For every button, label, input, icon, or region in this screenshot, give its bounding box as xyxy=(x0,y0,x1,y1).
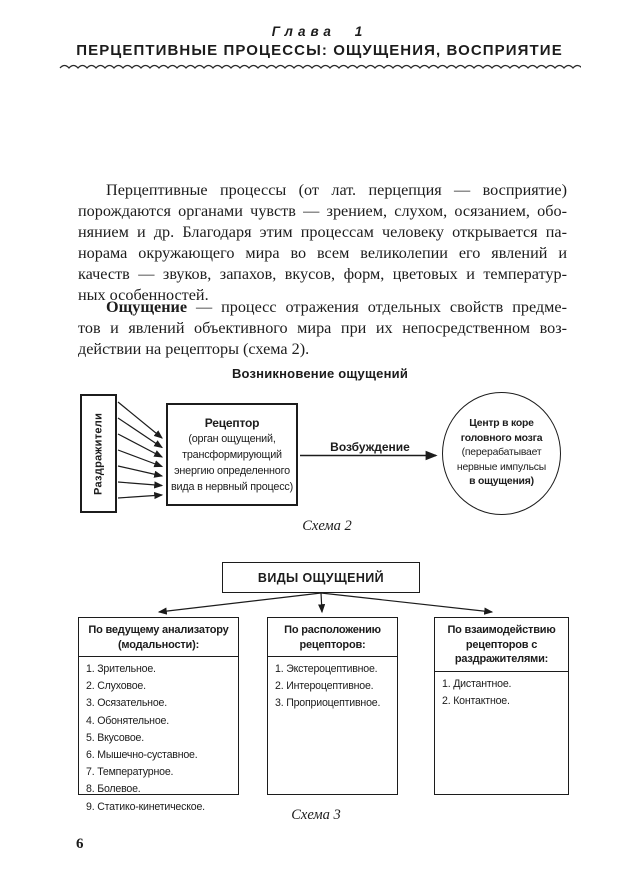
list-item: Дистантное. xyxy=(453,677,512,690)
list-item: Проприоцептивное. xyxy=(286,697,381,710)
list-item: Интероцептивное. xyxy=(286,680,374,693)
receptor-title: Рецептор xyxy=(204,415,260,430)
paragraph-line: норама окружающего мира во всем великоле… xyxy=(78,244,567,262)
receptor-box: Рецептор (орган ощущений, трансформирующ… xyxy=(166,403,298,506)
column-by-analyzer-list: Зрительное. Слуховое. Осязательное. Обон… xyxy=(79,662,238,815)
list-item: Слуховое. xyxy=(97,680,146,693)
list-item: Контактное. xyxy=(453,694,510,707)
chapter-heading: Глава 1 xyxy=(271,24,368,39)
page-title: ПЕРЦЕПТИВНЫЕ ПРОЦЕССЫ: ОЩУЩЕНИЯ, ВОСПРИЯ… xyxy=(76,42,563,59)
paragraph-line: качеств — звуков, запахов, вкусов, форм,… xyxy=(78,265,567,283)
list-item: Осязательное. xyxy=(97,697,167,710)
paragraph-line: Перцептивные процессы (от лат. перцепция… xyxy=(106,181,567,199)
list-item: Обонятельное. xyxy=(97,714,169,727)
stimuli-box: Раздражители xyxy=(80,394,117,513)
wavy-rule xyxy=(59,64,581,69)
stimuli-label: Раздражители xyxy=(92,412,105,495)
column-by-interaction-list: Дистантное. Контактное. xyxy=(435,677,568,709)
schema3-caption: Схема 3 xyxy=(291,807,341,823)
column-by-interaction-header: По взаимодействию рецепторов с раздражит… xyxy=(435,618,568,672)
paragraph-line: ных особенностей. xyxy=(78,286,209,304)
brain-description: (перерабатывает нервные импульсы xyxy=(456,447,547,473)
page-number: 6 xyxy=(76,836,84,852)
paragraph-line: тов и явлений объективного мира при их н… xyxy=(78,319,567,337)
list-item: Зрительное. xyxy=(97,663,156,675)
paragraph-line: порождаются органами чувств — зрением, с… xyxy=(78,202,567,220)
brain-center-circle: Центр в коре головного мозга (перерабаты… xyxy=(442,392,561,515)
brain-description-emphasis: в ощущения) xyxy=(469,476,534,488)
list-item: Болевое. xyxy=(97,783,141,796)
column-by-analyzer: По ведущему анализатору (модальности): З… xyxy=(78,617,239,813)
term-sensation: Ощущение xyxy=(106,298,188,316)
paragraph-line: нянием и др. Благодаря этим процессам че… xyxy=(78,223,567,241)
column-by-receptor-location-header: По расположению рецепторов: xyxy=(268,618,397,657)
column-by-analyzer-header: По ведущему анализатору (модальности): xyxy=(79,618,238,657)
list-item: Мышечно-суставное. xyxy=(97,749,198,762)
sensation-types-root-box: ВИДЫ ОЩУЩЕНИЙ xyxy=(222,562,420,593)
brain-title: Центр в коре головного мозга xyxy=(460,418,543,444)
wavy-rule-path xyxy=(59,64,581,69)
paragraph-line: Ощущение — процесс отражения отдельных с… xyxy=(78,297,567,318)
column-by-receptor-location: По расположению рецепторов: Экстероцепти… xyxy=(267,617,398,795)
list-item: Экстероцептивное. xyxy=(286,663,378,675)
column-by-receptor-location-list: Экстероцептивное. Интероцептивное. Пропр… xyxy=(268,662,397,712)
excitation-arrow-label: Возбуждение xyxy=(330,440,410,454)
list-item: Статико-кинетическое. xyxy=(97,800,205,813)
column-by-interaction: По взаимодействию рецепторов с раздражит… xyxy=(434,617,569,795)
paragraph-line-rest: — процесс отражения отдельных свойств пр… xyxy=(187,298,567,316)
schema2-title: Возникновение ощущений xyxy=(231,366,409,381)
paragraph-line: действии на рецепторы (схема 2). xyxy=(78,340,310,358)
list-item: Температурное. xyxy=(97,766,174,779)
list-item: Вкусовое. xyxy=(97,731,144,744)
schema2-caption: Схема 2 xyxy=(302,518,352,534)
receptor-description: (орган ощущений, трансформирующий энерги… xyxy=(171,432,293,493)
